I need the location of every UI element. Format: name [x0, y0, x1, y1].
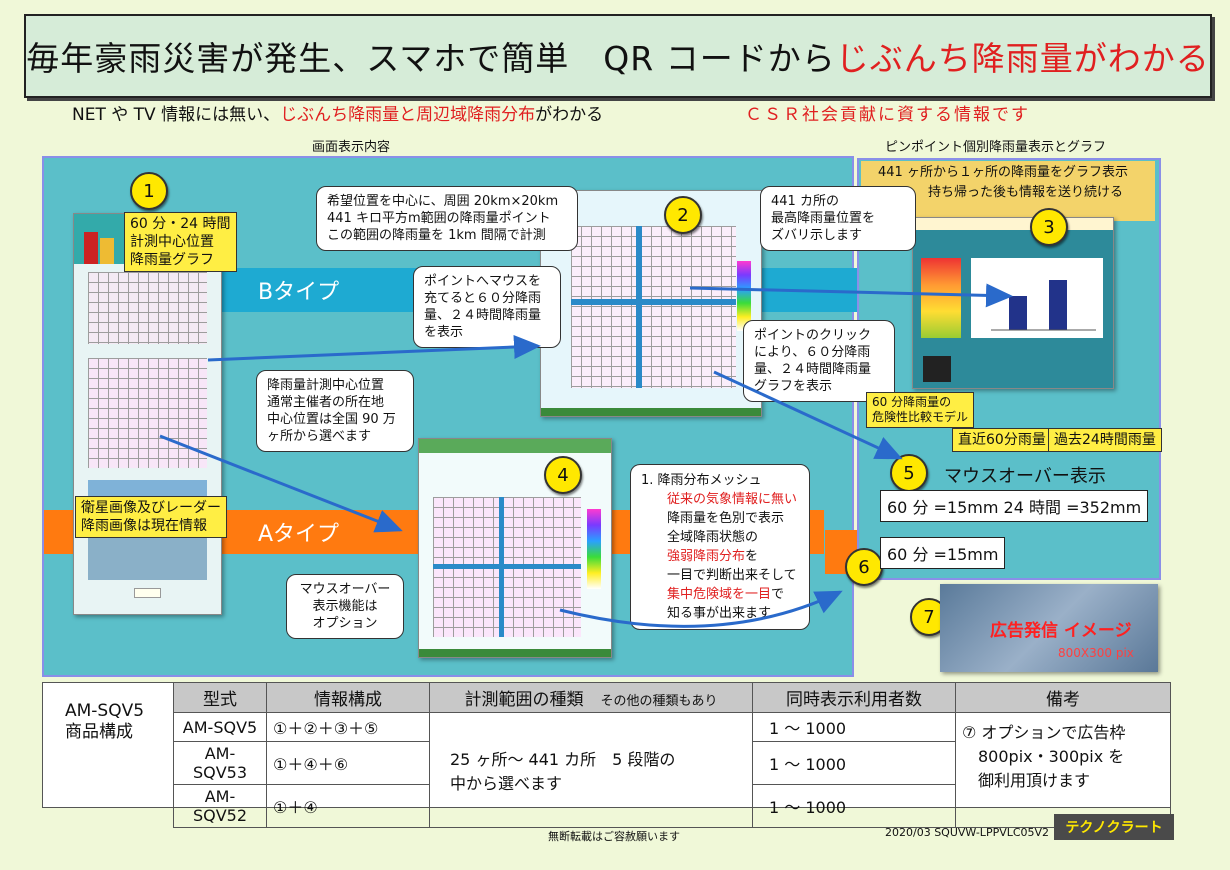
- phone-button[interactable]: [134, 588, 161, 598]
- row-users: 1 ～ 1000: [752, 741, 956, 785]
- a-type-mesh-screen: [418, 438, 612, 658]
- mesh-line8: 知る事が出来ます: [667, 606, 772, 621]
- mesh-line5-tail: を: [745, 549, 759, 564]
- screen-content-heading: 画面表示内容: [312, 140, 391, 155]
- badge-2: 2: [664, 196, 702, 234]
- b-type-label: Bタイプ: [258, 280, 340, 305]
- row-info: ①＋②＋③＋⑤: [266, 712, 430, 742]
- title-prefix: 毎年豪雨災害が発生、スマホで簡単 QR コードから: [26, 39, 836, 78]
- a-type-tabs[interactable]: [419, 439, 611, 453]
- subtitle-part3: がわかる: [535, 105, 604, 125]
- b-type-vline: [636, 226, 642, 388]
- note-center-area: 希望位置を中心に、周囲 20km×20km 441 キロ平方m範囲の降雨量ポイン…: [316, 186, 578, 251]
- a-type-hline: [433, 564, 581, 569]
- mesh-line2: 従来の気象情報に無い: [667, 492, 798, 507]
- footer-doc-id: 2020/03 SQUVW-LPPVLC05V2: [885, 826, 1050, 839]
- range-cell: 25 ヶ所～ 441 カ所 5 段階の 中から選べます: [429, 712, 753, 828]
- right-panel-text: 441 ヶ所から１ヶ所の降雨量をグラフ表示 持ち帰った後も情報を送り続ける: [878, 163, 1128, 203]
- spec-table: 型式 情報構成 計測範囲の種類 その他の種類もあり 同時表示利用者数 備考 AM…: [173, 682, 1171, 828]
- page-title: 毎年豪雨災害が発生、スマホで簡単 QR コードからじぶんち降雨量がわかる: [24, 14, 1212, 98]
- phone-mesh: [88, 358, 207, 468]
- row-model: AM-SQV5: [173, 712, 267, 742]
- right-panel-line2: 持ち帰った後も情報を送り続ける: [928, 185, 1124, 200]
- mesh-line6: 一目で判断出来そして: [667, 568, 797, 583]
- mesh-line1: 1. 降雨分布メッシュ: [641, 473, 762, 488]
- company-logo-text: テクノクラート: [1065, 820, 1163, 836]
- label-direct-60min: 直近60分雨量: [952, 428, 1052, 452]
- mesh-description: 1. 降雨分布メッシュ 従来の気象情報に無い 降雨量を色別で表示 全域降雨状態の…: [630, 464, 810, 630]
- a-type-footer-bar: [419, 649, 611, 657]
- right-panel-line1: 441 ヶ所から１ヶ所の降雨量をグラフ表示: [878, 165, 1128, 180]
- graph-area: [971, 258, 1103, 338]
- footer-notice: 無断転載はご容赦願います: [548, 830, 680, 843]
- row-info: ①＋④: [266, 784, 430, 828]
- note-max-location: 441 カ所の 最高降雨量位置を ズバリ示します: [760, 186, 916, 251]
- row-model: AM-SQV53: [173, 741, 267, 785]
- label-past-24h: 過去24時間雨量: [1048, 428, 1162, 452]
- badge-1: 1: [130, 172, 168, 210]
- note-60min-graph: 60 分・24 時間 計測中心位置 降雨量グラフ: [124, 212, 237, 272]
- table-row: AM-SQV53 ①＋④＋⑥ 1 ～ 1000: [173, 741, 1171, 785]
- mesh-line7-tail: で: [771, 587, 785, 602]
- company-logo: テクノクラート: [1054, 814, 1174, 840]
- b-type-mesh-grid: [571, 226, 736, 388]
- mesh-line7-highlight: 集中危険域を一目: [667, 587, 772, 602]
- ad-banner[interactable]: 広告発信 イメージ 800X300 pix: [940, 584, 1158, 672]
- badge-3: 3: [1030, 208, 1068, 246]
- note-mouseover-option: マウスオーバー 表示機能は オプション: [286, 574, 404, 639]
- badge-6: 6: [845, 548, 883, 586]
- note-measure-center: 降雨量計測中心位置 通常主催者の所在地 中心位置は全国 90 万 ヶ所から選べま…: [256, 370, 414, 452]
- header-range-label: 計測範囲の種類: [464, 690, 584, 710]
- badge-5: 5: [890, 454, 928, 492]
- title-highlight: じぶんち降雨量がわかる: [835, 39, 1210, 78]
- row-users: 1 ～ 1000: [752, 784, 956, 828]
- header-range: 計測範囲の種類 その他の種類もあり: [429, 682, 753, 713]
- subtitle-part1: NET や TV 情報には無い、: [72, 105, 281, 125]
- mouseover-label: マウスオーバー表示: [944, 466, 1106, 487]
- subtitle: NET や TV 情報には無い、じぶんち降雨量と周辺域降雨分布がわかる: [72, 100, 603, 125]
- note-click-point: ポイントのクリック により、６０分降雨 量、２４時間降雨量 グラフを表示: [743, 320, 895, 402]
- table-row: AM-SQV52 ①＋④ 1 ～ 1000: [173, 784, 1171, 828]
- rainfall-bar-chart: [991, 280, 1096, 331]
- pinpoint-heading: ピンポイント個別降雨量表示とグラフ: [885, 140, 1107, 155]
- b-type-hline: [571, 299, 736, 305]
- remarks-cell: ⑦ オプションで広告枠 800pix・300pix を 御利用頂けます: [955, 712, 1171, 828]
- note-mouse-point: ポイントへマウスを 充てると６０分降雨 量、２４時間降雨量 を表示: [413, 266, 561, 348]
- subtitle-highlight: じぶんち降雨量と周辺域降雨分布: [280, 105, 536, 125]
- b-type-footer-bar: [541, 408, 761, 416]
- table-row: AM-SQV5 ①＋②＋③＋⑤ 25 ヶ所～ 441 カ所 5 段階の 中から選…: [173, 712, 1171, 828]
- mesh-line4: 全域降雨状態の: [667, 530, 759, 545]
- header-model: 型式: [173, 682, 267, 713]
- header-info: 情報構成: [266, 682, 430, 713]
- badge-4: 4: [544, 456, 582, 494]
- spec-table-frame: AM-SQV5 商品構成 型式 情報構成 計測範囲の種類 その他の種類もあり 同…: [42, 682, 1171, 828]
- danger-color-bar: [921, 258, 961, 338]
- phone-mini-graph: [88, 272, 207, 344]
- row-info: ①＋④＋⑥: [266, 741, 430, 785]
- qr-code[interactable]: [923, 356, 951, 382]
- mesh-line5-highlight: 強弱降雨分布: [667, 549, 746, 564]
- phone-radar-image: [88, 532, 207, 580]
- header-range-note: その他の種類もあり: [600, 694, 718, 709]
- csr-text: ＣＳＲ社会貢献に資する情報です: [745, 105, 1030, 125]
- graph-screen: [912, 217, 1114, 389]
- graph-screen-header: [913, 218, 1113, 230]
- mouseover-full-value: 60 分 =15mm 24 時間 =352mm: [880, 490, 1149, 522]
- mesh-line3: 降雨量を色別で表示: [667, 511, 785, 526]
- row-users: 1 ～ 1000: [752, 712, 956, 742]
- note-danger-model: 60 分降雨量の 危険性比較モデル: [866, 392, 975, 428]
- note-satellite: 衛星画像及びレーダー 降雨画像は現在情報: [75, 496, 227, 538]
- phone-screenshot: [73, 213, 222, 615]
- ad-text: 広告発信 イメージ: [990, 621, 1132, 641]
- ad-size: 800X300 pix: [1058, 646, 1134, 660]
- a-type-color-legend: [587, 509, 601, 589]
- header-remarks: 備考: [955, 682, 1171, 713]
- mouseover-short-value: 60 分 =15mm: [880, 537, 1006, 569]
- row-model: AM-SQV52: [173, 784, 267, 828]
- a-type-label: Aタイプ: [258, 522, 340, 547]
- product-label: AM-SQV5 商品構成: [65, 701, 145, 742]
- header-users: 同時表示利用者数: [752, 682, 956, 713]
